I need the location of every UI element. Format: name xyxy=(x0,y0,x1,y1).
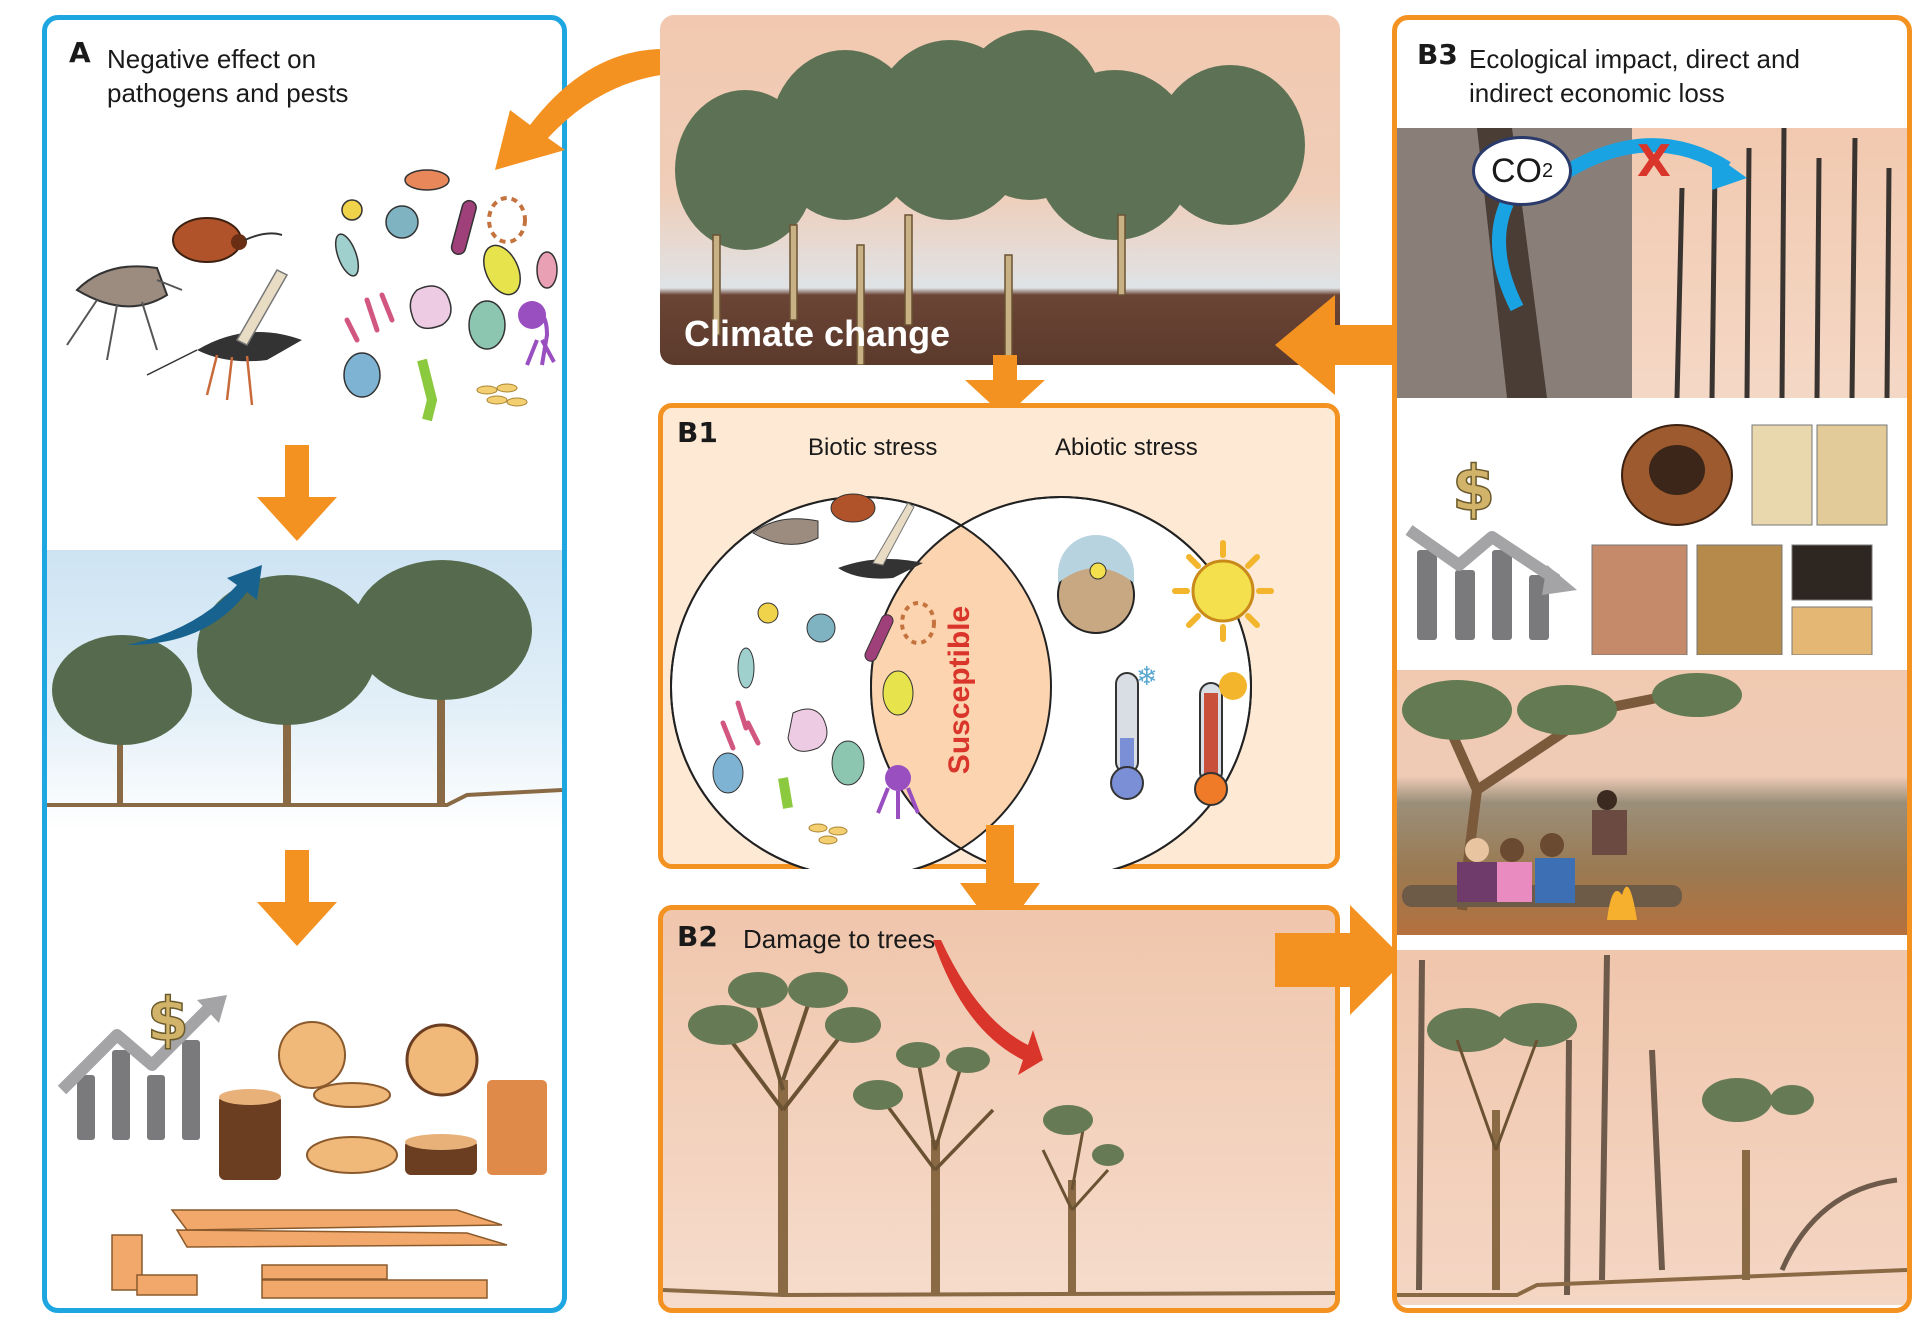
beetle-icon xyxy=(172,217,283,263)
tree-icon xyxy=(1041,1105,1124,1295)
susceptible-label: Susceptible xyxy=(943,605,976,775)
tree-icon xyxy=(197,575,377,805)
heat-sun-icon xyxy=(1172,540,1274,642)
damaged-trees-illustration xyxy=(663,940,1335,1298)
co2-uptake-arrow-icon xyxy=(1553,138,1731,184)
decline-arrow-icon xyxy=(933,940,1043,1075)
healthy-trees-scene xyxy=(47,550,562,830)
healthy-trees-illustration xyxy=(47,560,562,807)
recreation-illustration xyxy=(1402,673,1742,920)
flow-arrow-b2-to-b3 xyxy=(1275,905,1405,1015)
pests-pathogens-illustration xyxy=(66,169,558,422)
flow-arrow-down-1 xyxy=(257,445,337,541)
panel-b3: B3 Ecological impact, direct and indirec… xyxy=(1392,15,1912,1313)
rising-chart-icon xyxy=(57,995,227,1140)
biotic-organisms-icon xyxy=(712,493,936,845)
dead-tree-icon xyxy=(1599,954,1610,1281)
declining-chart-icon xyxy=(1405,525,1577,640)
tree-icon xyxy=(52,635,192,805)
dying-forest-scene xyxy=(1397,950,1907,1305)
planks-icon xyxy=(111,1209,508,1299)
tree-icon xyxy=(1402,673,1742,911)
stinkbug-icon xyxy=(66,265,183,361)
panel-b2: B2 Damage to trees xyxy=(658,905,1340,1313)
tree-icon xyxy=(1702,1078,1814,1280)
recreation-scene xyxy=(1397,670,1907,935)
timber-loss-illustration: $ xyxy=(1405,424,1888,655)
tree-icon xyxy=(853,1042,995,1295)
abiotic-stress-label: Abiotic stress xyxy=(1055,434,1198,461)
hot-thermometer-icon xyxy=(1194,672,1247,806)
dead-tree-icon xyxy=(1564,1039,1572,1296)
climate-change-panel: Climate change xyxy=(660,15,1340,365)
panel-b2-letter: B2 xyxy=(677,920,718,953)
climate-change-label: Climate change xyxy=(684,313,951,354)
tree-icon xyxy=(1427,1003,1577,1290)
dead-tree-icon xyxy=(1416,959,1425,1291)
wasp-icon xyxy=(146,269,302,406)
logs-icon xyxy=(219,1021,547,1180)
svg-text:❄: ❄ xyxy=(1136,662,1158,692)
flow-arrow-down-2 xyxy=(257,850,337,946)
panel-b1-letter: B1 xyxy=(677,416,718,449)
flow-arrow-climate-to-b1 xyxy=(965,355,1045,417)
venn-diagram: ❄ xyxy=(670,493,1274,869)
blocked-x-icon: X xyxy=(1637,136,1671,187)
biotic-stress-label: Biotic stress xyxy=(808,434,938,461)
panel-b2-title: Damage to trees xyxy=(743,924,936,954)
people-campfire-icon xyxy=(1402,790,1682,920)
panel-b3-title: Ecological impact, direct and indirect e… xyxy=(1469,44,1800,108)
drought-icon xyxy=(1057,535,1135,634)
timber-gain-illustration: $ xyxy=(57,984,547,1299)
dollar-icon: $ xyxy=(1452,452,1495,525)
growth-arrow-icon xyxy=(127,565,262,645)
dead-tree-icon xyxy=(1649,1049,1665,1271)
damaged-wood-samples-icon xyxy=(1591,424,1888,655)
pathogen-microbes-icon xyxy=(334,169,558,422)
cold-thermometer-icon: ❄ xyxy=(1110,662,1158,800)
tree-icon xyxy=(352,560,532,805)
fallen-tree-icon xyxy=(1779,1177,1898,1272)
panel-a-title: Negative effect on pathogens and pests xyxy=(107,44,349,108)
tree-icon xyxy=(688,972,881,1295)
panel-b3-letter: B3 xyxy=(1417,38,1458,71)
dollar-icon: $ xyxy=(147,985,189,1055)
panel-a: A Negative effect on pathogens and pests xyxy=(42,15,567,1313)
climate-forest-illustration xyxy=(675,30,1305,365)
dying-forest-illustration xyxy=(1397,954,1907,1297)
panel-a-letter: A xyxy=(69,36,91,69)
susceptible-overlap xyxy=(871,497,1051,869)
co2-release-arrow-icon xyxy=(1492,200,1524,312)
flow-arrow-b3-to-climate xyxy=(1275,295,1425,395)
